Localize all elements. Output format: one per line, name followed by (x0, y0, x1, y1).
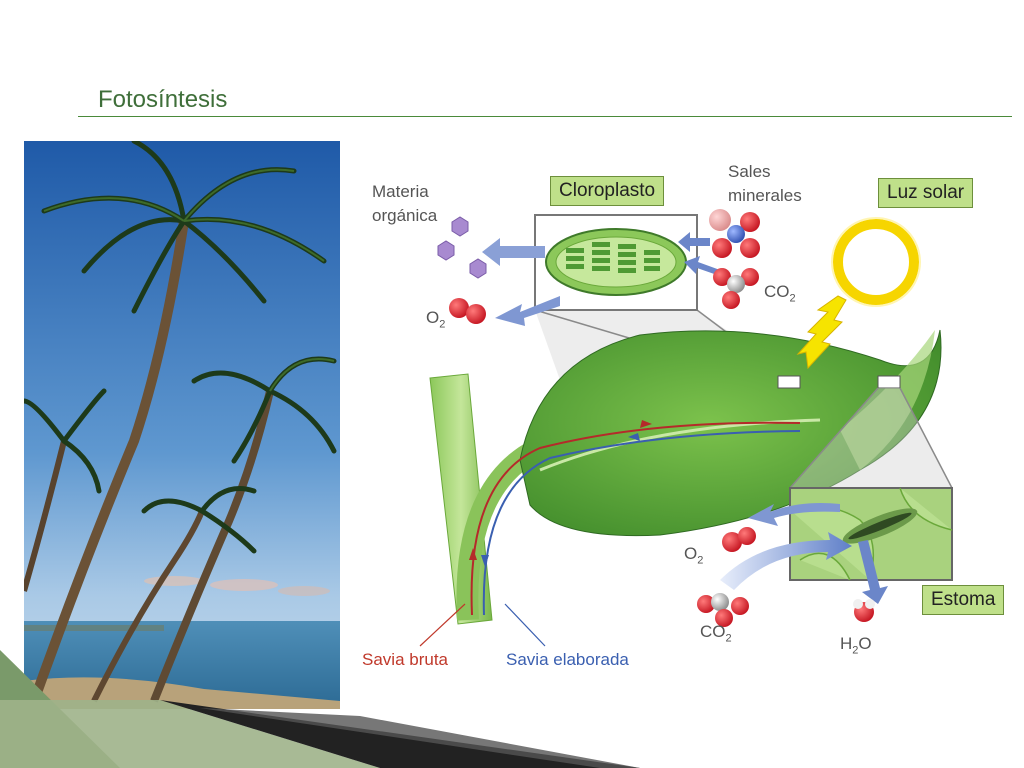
savia-bruta-label: Savia bruta (362, 650, 448, 669)
luz-solar-label: Luz solar (878, 178, 974, 208)
estoma-label: Estoma (922, 585, 1005, 615)
page-title: Fotosíntesis (98, 86, 228, 113)
sales-minerales-label-line2: minerales (728, 186, 802, 205)
materia-organica-label-line1: Materia (372, 182, 429, 201)
co2-top-label: CO2 (764, 282, 796, 305)
diagram-graphics (419, 209, 953, 647)
photosynthesis-diagram: Materia orgánica Cloroplasto Sales miner… (340, 140, 1024, 700)
o2-top-label: O2 (426, 308, 446, 331)
co2-bottom-label: CO2 (700, 622, 732, 645)
cloroplasto-label: Cloroplasto (550, 176, 665, 206)
h2o-label: H2O (840, 634, 872, 657)
title-divider (78, 116, 1012, 117)
savia-elaborada-label: Savia elaborada (506, 650, 629, 669)
sales-minerales-label-line1: Sales (728, 162, 771, 181)
o2-bottom-label: O2 (684, 544, 704, 567)
palm-tree-illustration (24, 141, 340, 709)
materia-organica-label-line2: orgánica (372, 206, 438, 225)
palm-tree-photo (24, 141, 340, 709)
